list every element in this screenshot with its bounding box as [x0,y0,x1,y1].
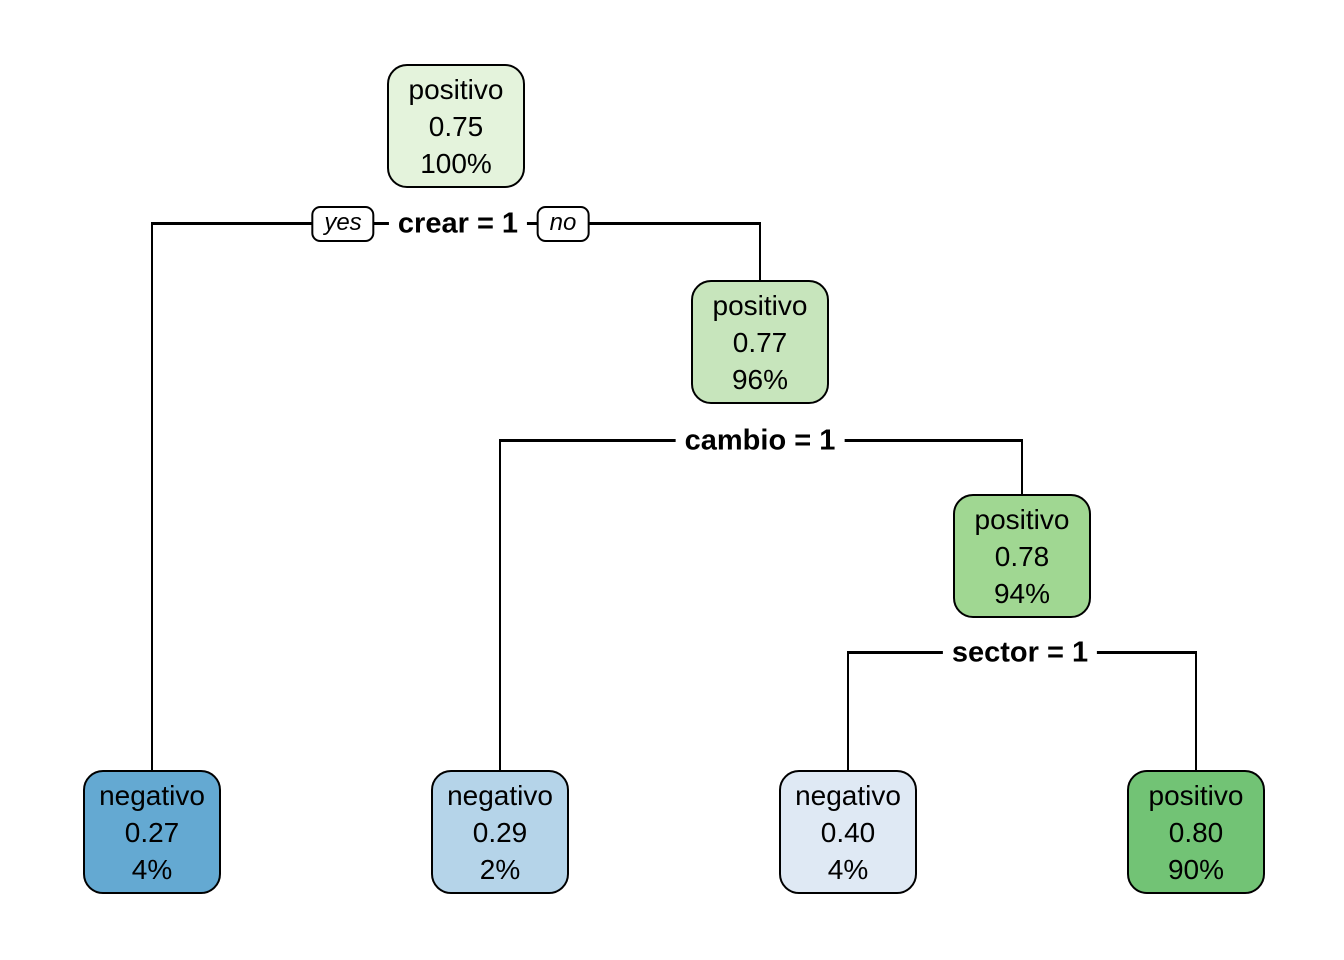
branch-vline-crear-no [758,222,761,281]
node-class-label: positivo [712,289,808,321]
node-coverage: 2% [479,853,521,885]
node-probability: 0.40 [820,816,876,848]
node-probability: 0.27 [124,816,180,848]
node-crear-no: positivo 0.77 96% [691,280,829,404]
leaf-crear-yes: negativo 0.27 4% [83,770,221,894]
node-probability: 0.80 [1168,816,1224,848]
leaf-sector-no: positivo 0.80 90% [1127,770,1265,894]
node-cambio-no: positivo 0.78 94% [953,494,1091,618]
node-class-label: negativo [447,779,553,811]
node-coverage: 4% [827,853,869,885]
branch-vline-sector-yes [846,651,849,770]
node-class-label: positivo [974,503,1070,535]
branch-vline-sector-no [1194,651,1197,770]
node-coverage: 94% [993,577,1051,609]
node-class-label: positivo [1148,779,1244,811]
node-class-label: negativo [99,779,205,811]
node-probability: 0.78 [994,540,1050,572]
node-coverage: 100% [420,147,492,179]
node-coverage: 90% [1167,853,1225,885]
leaf-cambio-yes: negativo 0.29 2% [431,770,569,894]
node-coverage: 4% [131,853,173,885]
no-branch-label: no [536,206,590,242]
split-label-cambio: cambio = 1 [675,422,845,460]
node-coverage: 96% [731,363,789,395]
branch-vline-cambio-no [1020,439,1023,495]
branch-vline-cambio-yes [498,439,501,770]
branch-vline-crear-yes [150,222,153,770]
yes-branch-label: yes [311,206,375,242]
node-class-label: negativo [795,779,901,811]
split-label-sector: sector = 1 [942,634,1098,672]
node-probability: 0.77 [732,326,788,358]
node-class-label: positivo [408,73,504,105]
node-probability: 0.29 [472,816,528,848]
leaf-sector-yes: negativo 0.40 4% [779,770,917,894]
node-root: positivo 0.75 100% [387,64,525,188]
node-probability: 0.75 [428,110,484,142]
split-label-crear: crear = 1 [388,205,528,243]
